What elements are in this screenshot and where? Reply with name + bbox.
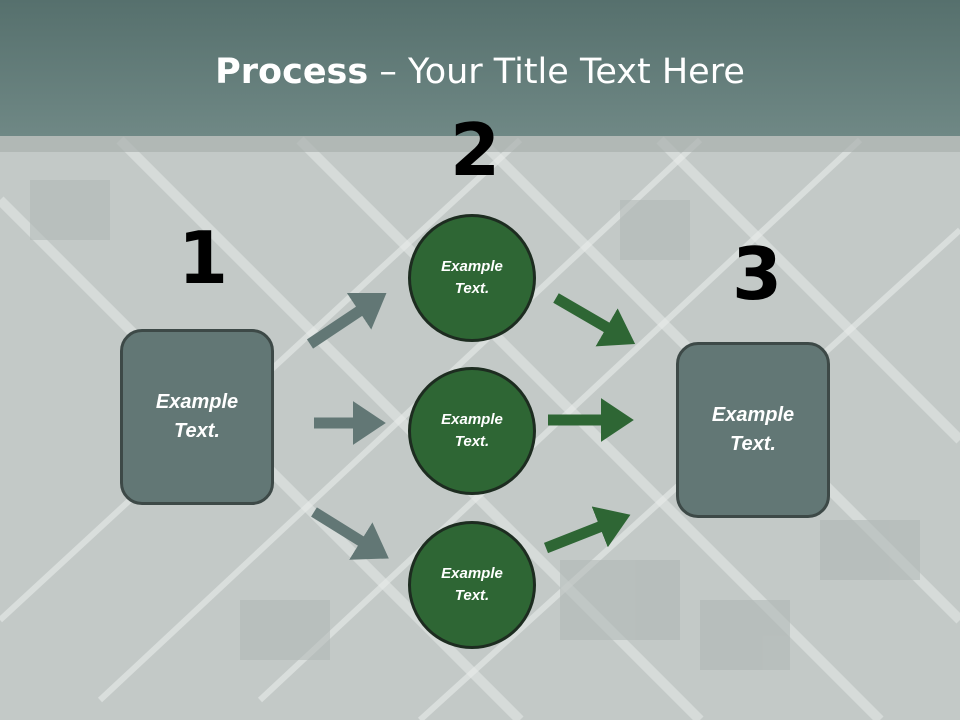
step-3-text: Example Text. [711, 404, 795, 455]
step-3-box: Example Text. [676, 342, 830, 518]
arrow-top-to-3 [553, 293, 636, 347]
step-1-text: Example Text. [155, 391, 239, 442]
step-2-bottom-text: Example Text. [441, 564, 503, 605]
step-2-circle-top: Example Text. [408, 214, 536, 342]
step-1-box: Example Text. [120, 329, 274, 505]
step-2-circle-middle: Example Text. [408, 367, 536, 495]
step-number-3: 3 [732, 232, 783, 316]
arrow-1-to-bottom [311, 507, 389, 560]
slide-title: Process – Your Title Text Here [0, 52, 960, 92]
step-number-1: 1 [178, 216, 229, 300]
arrow-1-to-top [306, 293, 387, 349]
arrow-bottom-to-3 [543, 506, 631, 554]
title-rest: – Your Title Text Here [368, 52, 745, 92]
step-2-middle-text: Example Text. [441, 410, 503, 451]
step-2-top-text: Example Text. [441, 257, 503, 298]
step-number-2: 2 [450, 108, 501, 192]
title-bar [0, 0, 960, 136]
step-2-circle-bottom: Example Text. [408, 521, 536, 649]
title-bold: Process [215, 52, 369, 92]
